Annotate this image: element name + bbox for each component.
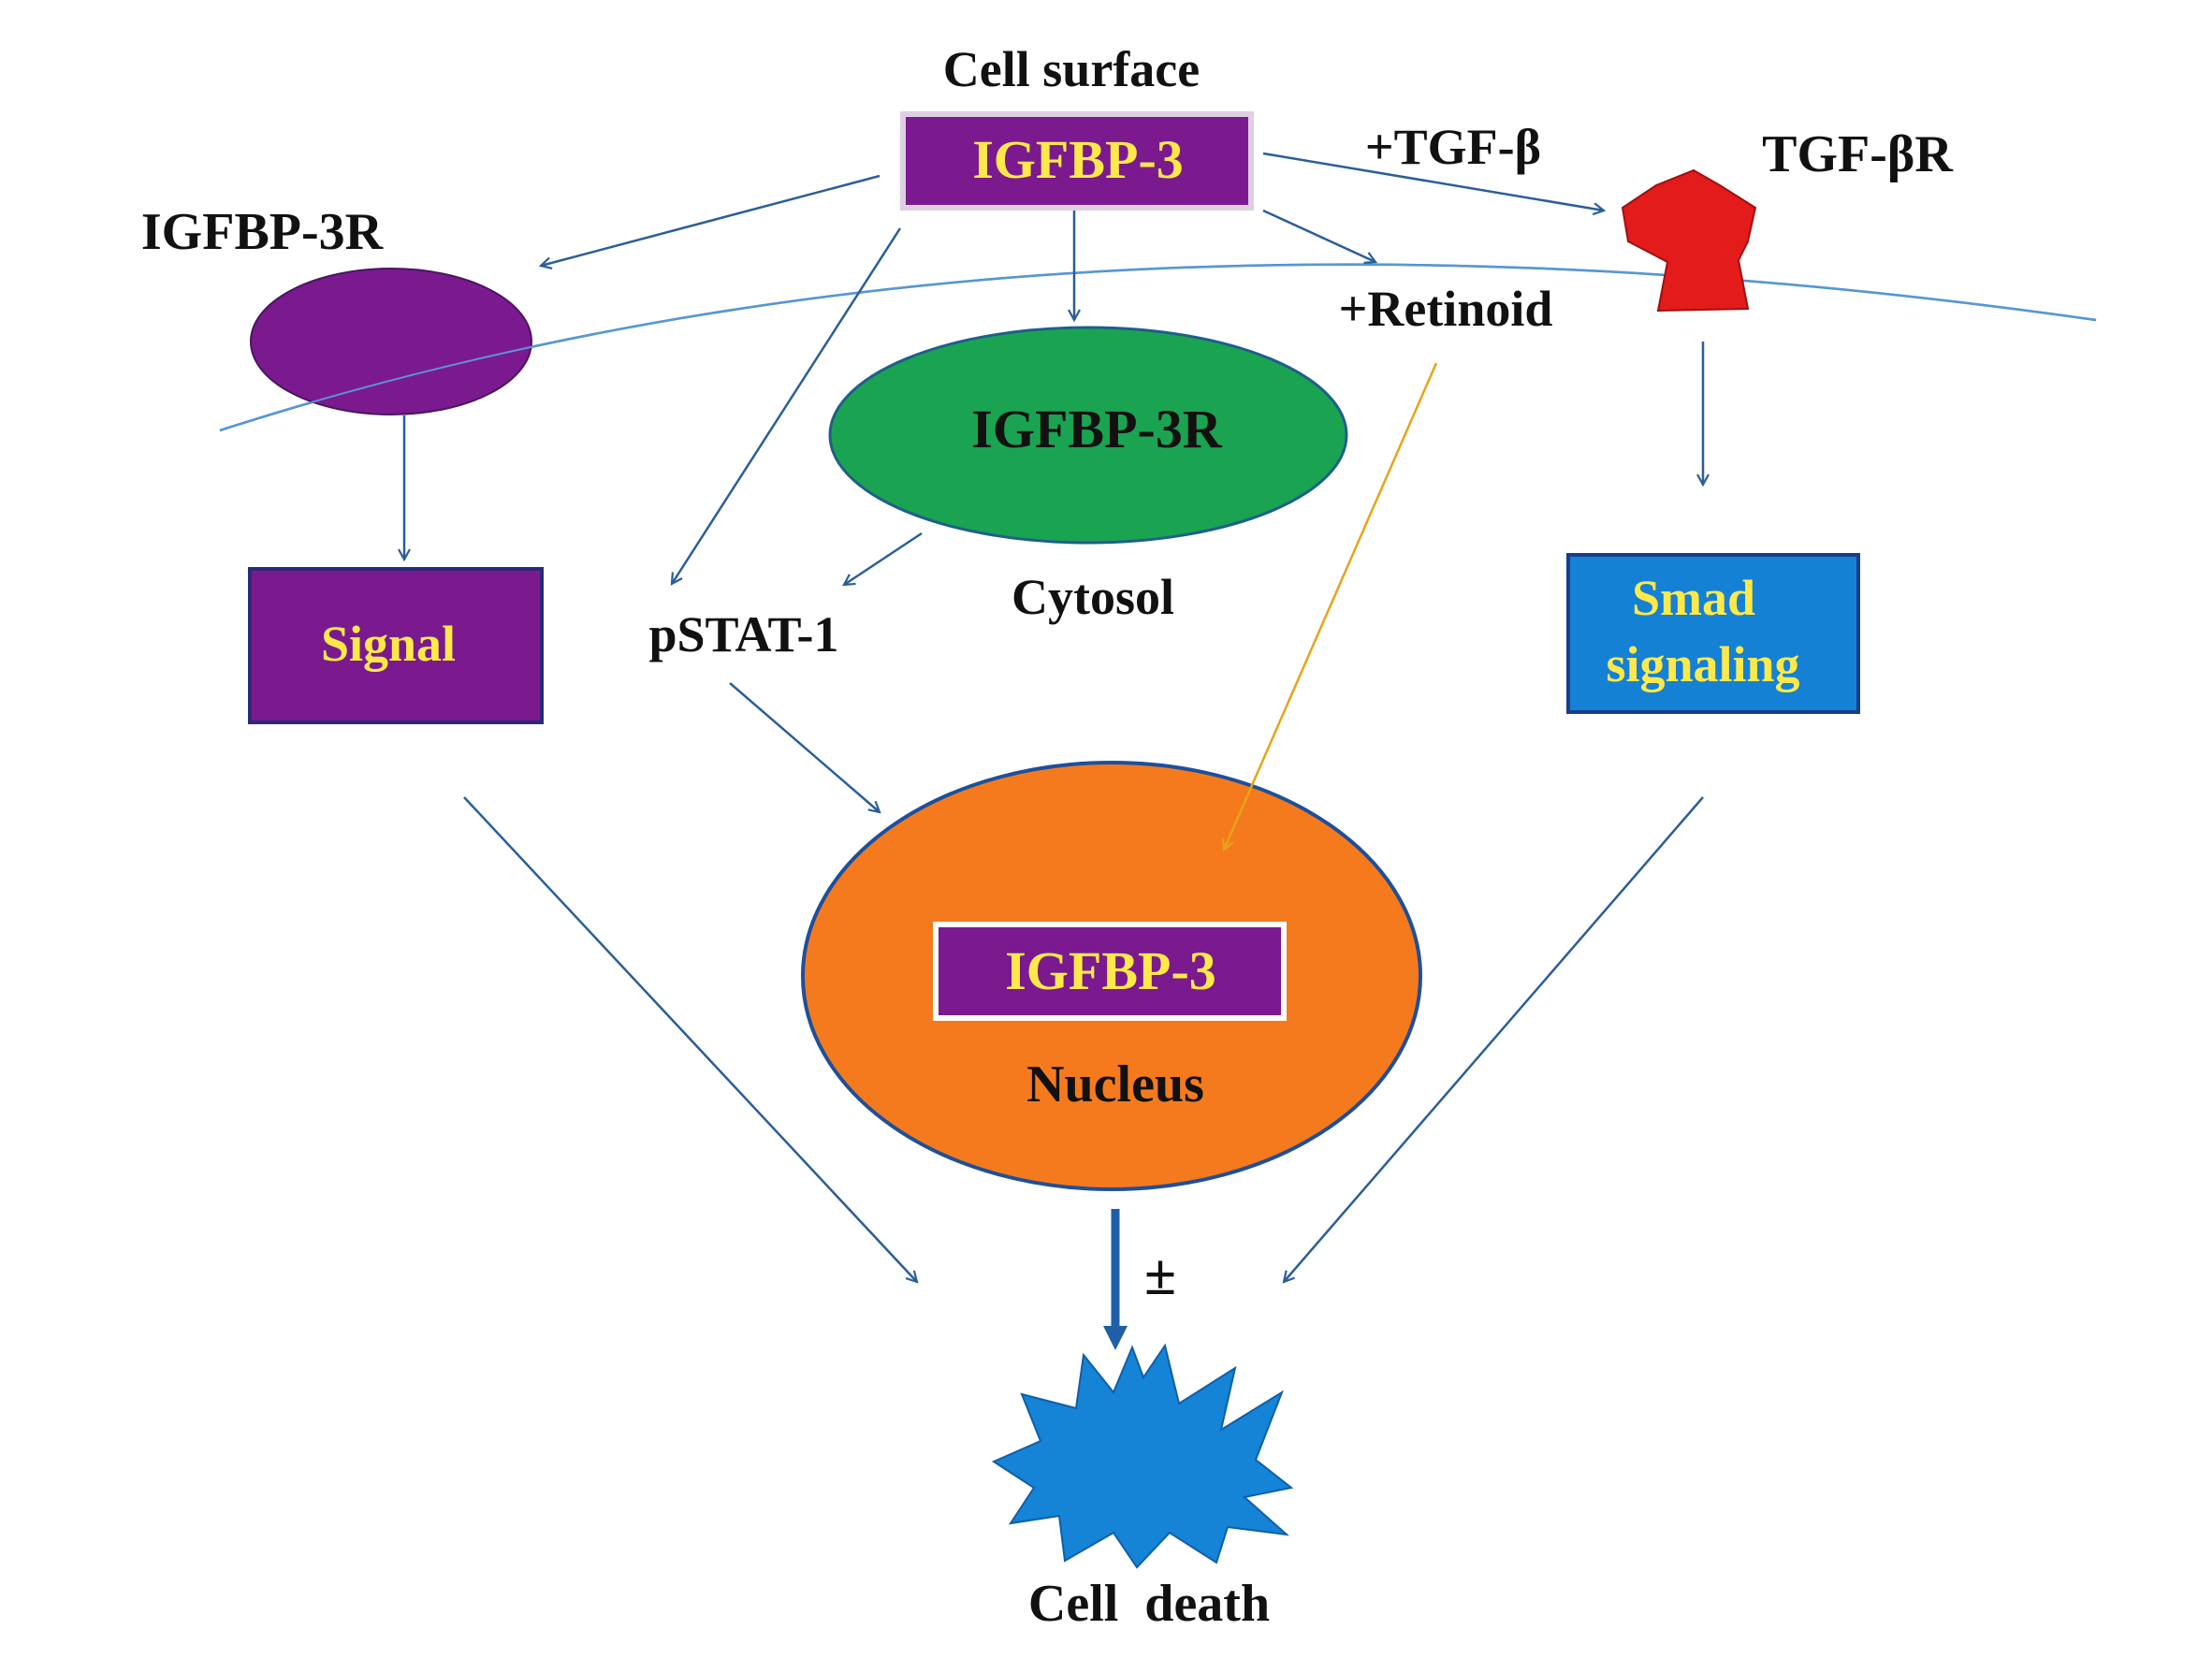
cell-surface-label: Cell surface <box>943 41 1200 97</box>
smad-label-line1: Smad <box>1632 570 1755 626</box>
arrow-igfbp3-to-membrane-receptor <box>541 174 880 266</box>
arrow-igfbp3-to-pstat1 <box>672 227 902 584</box>
cytosol-label: Cytosol <box>1011 569 1174 625</box>
nucleus-label: Nucleus <box>1026 1055 1204 1113</box>
igfbp3r-membrane-label: IGFBP-3R <box>141 203 384 261</box>
cell-death-label: Cell death <box>1028 1575 1270 1633</box>
igfbp3-surface-label: IGFBP-3 <box>972 129 1184 190</box>
igfbp3r-cytosol-label: IGFBP-3R <box>971 399 1223 459</box>
arrow-igfbp3-to-tgfbr <box>1262 152 1604 211</box>
igfbp3-nucleus-label: IGFBP-3 <box>1005 940 1216 1001</box>
igfbp3r-membrane-ellipse <box>250 268 532 415</box>
arrow-signal-to-cell-death <box>463 796 917 1282</box>
arrow-cytosol-receptor-to-pstat1 <box>844 531 923 585</box>
arrow-igfbp3-to-retinoid <box>1262 209 1375 262</box>
tgf-beta-receptor <box>1621 168 1757 313</box>
smad-signaling-box <box>1566 553 1860 714</box>
pstat1-label: pSTAT-1 <box>648 606 838 662</box>
retinoid-label: +Retinoid <box>1339 281 1553 337</box>
igfbp3-surface-box <box>900 111 1254 211</box>
smad-label-line2: signaling <box>1606 636 1799 692</box>
plus-minus-label: ± <box>1144 1244 1176 1307</box>
arrow-smad-to-cell-death <box>1284 796 1704 1282</box>
arrow-retinoid-to-nucleus <box>1224 362 1438 850</box>
signal-box <box>248 567 544 724</box>
signal-label: Signal <box>321 616 456 672</box>
arrow-pstat1-to-nucleus <box>729 682 880 812</box>
igfbp3r-cytosol-ellipse <box>828 326 1348 545</box>
cell-death-starburst <box>991 1343 1294 1569</box>
igfbp3-nucleus-box <box>933 922 1287 1021</box>
tgf-beta-receptor-label: TGF-βR <box>1762 125 1953 183</box>
tgf-beta-label: +TGF-β <box>1365 119 1541 175</box>
